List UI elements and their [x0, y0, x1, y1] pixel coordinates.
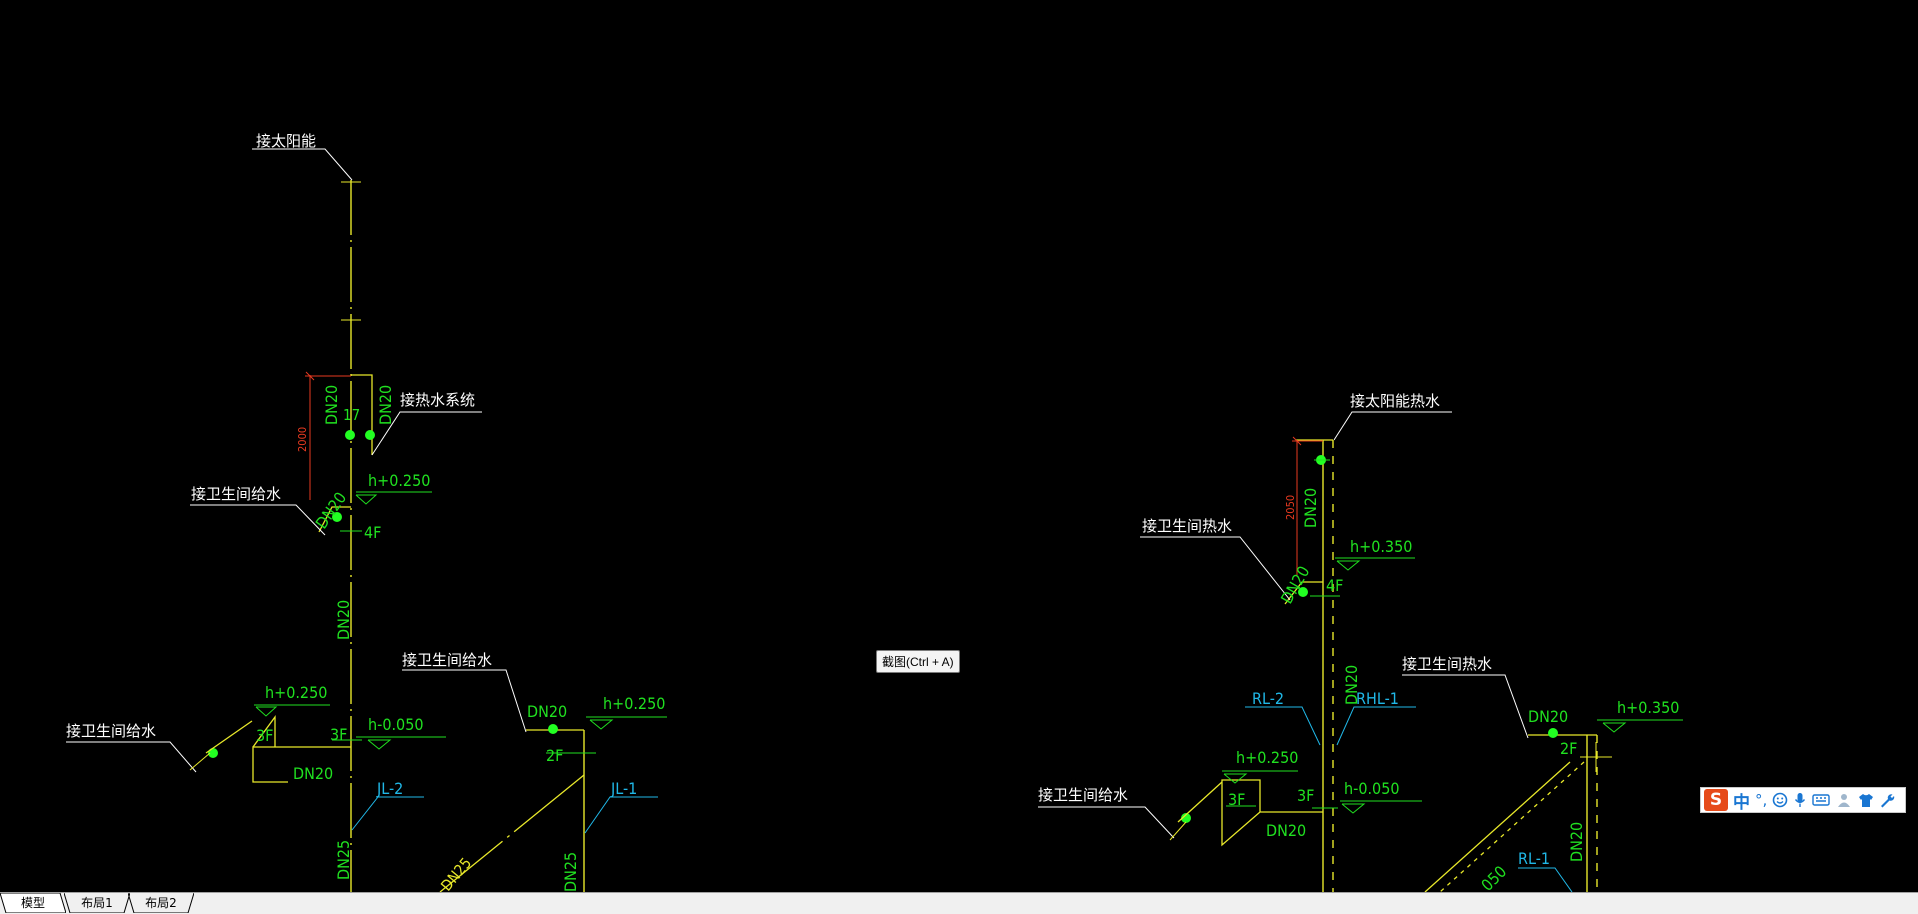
riser-label: JL-1: [610, 779, 637, 798]
skin-icon[interactable]: [1835, 792, 1853, 808]
tshirt-icon[interactable]: [1858, 792, 1874, 808]
pipe-size-label: DN20: [312, 488, 351, 532]
riser-label: RHL-1: [1356, 689, 1399, 708]
microphone-icon[interactable]: [1793, 792, 1807, 808]
pipe-size-label: DN20: [293, 764, 333, 783]
small-label: 17: [343, 406, 360, 424]
pipe-size-label: DN20: [1301, 488, 1320, 528]
floor-label: 3F: [256, 726, 273, 745]
dimension-label: 2050: [1284, 495, 1297, 520]
left-riser-system: [66, 148, 667, 892]
pipe-size-label: DN20: [527, 702, 567, 721]
floor-label: 3F: [330, 725, 347, 744]
left-system-labels: 接太阳能 接热水系统 接卫生间给水 接卫生间给水 接卫生间给水 DN20 DN2…: [66, 132, 665, 892]
elevation-label: 050: [1477, 862, 1510, 892]
label-bath-supply-4f: 接卫生间给水: [191, 485, 281, 503]
elevation-label: h+0.350: [1617, 698, 1679, 717]
pipe-size-label: DN20: [334, 600, 353, 640]
label-bath-hot-4f: 接卫生间热水: [1142, 517, 1232, 535]
pipe-size-label: DN25: [561, 852, 580, 892]
label-hot-water-system: 接热水系统: [400, 391, 475, 409]
pipe-size-label: DN20: [1342, 665, 1361, 705]
riser-label: JL-2: [376, 779, 403, 798]
label-bath-supply-3f-right: 接卫生间给水: [1038, 786, 1128, 804]
punctuation-toggle[interactable]: °,: [1755, 791, 1768, 809]
riser-label: RL-2: [1252, 689, 1284, 708]
elevation-label: h+0.250: [265, 683, 327, 702]
dimension-label: 2000: [296, 427, 309, 452]
floor-label: 4F: [1326, 576, 1343, 595]
wrench-icon[interactable]: [1879, 792, 1895, 808]
keyboard-icon[interactable]: [1812, 793, 1830, 807]
label-solar-hot-water: 接太阳能热水: [1350, 392, 1440, 410]
layout-tab-bar: 模型 布局1 布局2: [0, 892, 1918, 914]
label-bath-supply-2f: 接卫生间给水: [402, 651, 492, 669]
elevation-label: h-0.050: [368, 715, 424, 734]
right-riser-system: [1038, 411, 1683, 892]
sogou-logo-icon[interactable]: S: [1704, 789, 1728, 811]
pipe-size-label: DN20: [1567, 822, 1586, 862]
pipe-size-label: DN20: [1266, 821, 1306, 840]
label-solar-inlet: 接太阳能: [256, 132, 316, 150]
elevation-label: h+0.250: [603, 694, 665, 713]
floor-label: 2F: [1560, 739, 1577, 758]
screenshot-tooltip: 截图(Ctrl + A): [876, 650, 960, 673]
cad-drawing-canvas[interactable]: 接太阳能 接热水系统 接卫生间给水 接卫生间给水 接卫生间给水 DN20 DN2…: [0, 0, 1918, 892]
pipe-size-label: DN20: [376, 385, 395, 425]
right-system-labels: 接太阳能热水 接卫生间热水 接卫生间热水 接卫生间给水 DN20 DN20 DN…: [1038, 392, 1679, 892]
riser-label: RL-1: [1518, 849, 1550, 868]
pipe-size-label: DN20: [1528, 707, 1568, 726]
pipe-size-label: DN20: [322, 385, 341, 425]
floor-label: 2F: [546, 746, 563, 765]
tab-layout-1[interactable]: 布局1: [64, 893, 130, 913]
elevation-label: h+0.250: [368, 471, 430, 490]
elevation-label: h-0.050: [1344, 779, 1400, 798]
pipe-size-label: DN25: [334, 840, 353, 880]
ime-mode-toggle[interactable]: 中: [1733, 792, 1750, 813]
floor-label: 3F: [1228, 790, 1245, 809]
pipe-size-label: DN25: [437, 854, 475, 892]
floor-label: 3F: [1297, 786, 1314, 805]
floor-label: 4F: [364, 523, 381, 542]
tab-layout-2[interactable]: 布局2: [128, 893, 194, 913]
tab-label: 布局1: [81, 896, 113, 910]
emoji-icon[interactable]: [1772, 792, 1788, 808]
tab-label: 模型: [20, 896, 45, 910]
elevation-label: h+0.350: [1350, 537, 1412, 556]
tab-model[interactable]: 模型: [0, 893, 66, 913]
label-bath-hot-2f: 接卫生间热水: [1402, 655, 1492, 673]
label-bath-supply-3f: 接卫生间给水: [66, 722, 156, 740]
elevation-label: h+0.250: [1236, 748, 1298, 767]
tab-label: 布局2: [145, 896, 177, 910]
ime-toolbar[interactable]: S 中 °,: [1700, 787, 1906, 813]
pipe-size-label: DN20: [1277, 563, 1314, 607]
